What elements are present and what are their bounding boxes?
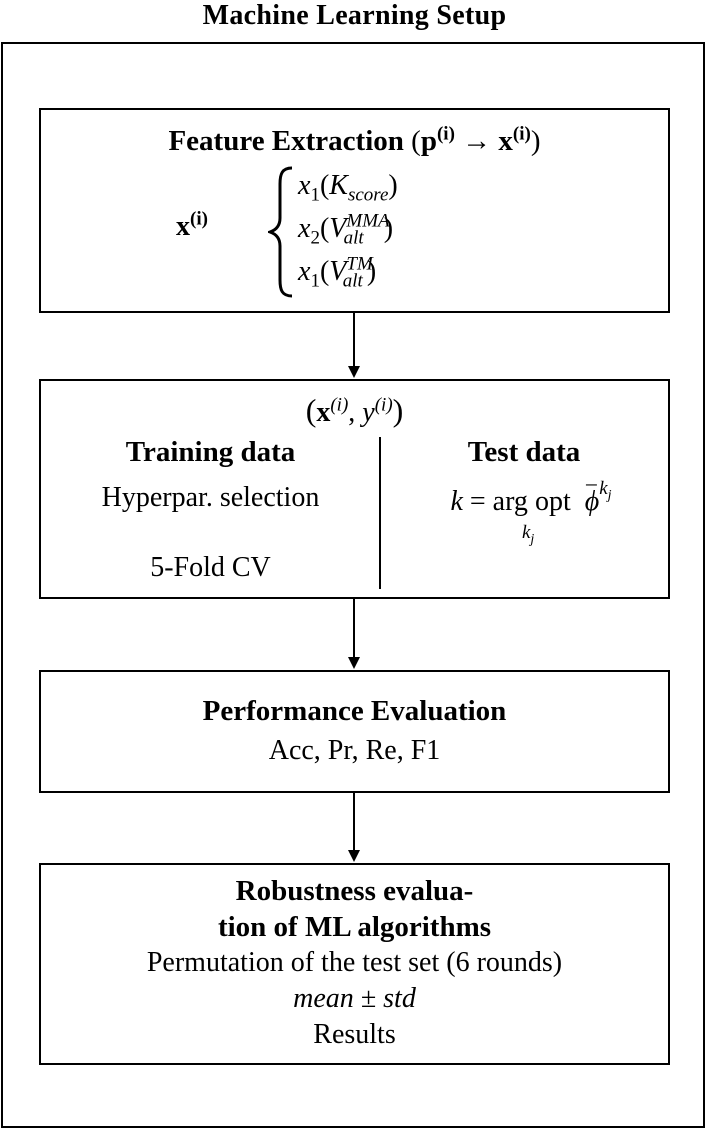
test-column: Test data bbox=[380, 435, 668, 469]
training-column: Training data Hyperpar. selection bbox=[41, 435, 380, 515]
feature-extraction-heading: Feature Extraction (p(i) → x(i)) bbox=[168, 123, 541, 157]
diagram-title: Machine Learning Setup bbox=[202, 0, 507, 31]
arrowhead-icon bbox=[348, 366, 360, 378]
flow-arrow bbox=[353, 599, 355, 658]
permutation-label: Permutation of the test set (6 rounds) bbox=[146, 947, 563, 978]
data-split-box: (x(i), y(i)) Training data Hyperpar. sel… bbox=[39, 379, 670, 599]
flow-arrow bbox=[353, 793, 355, 851]
robustness-evaluation-box: Robustness evalua- tion of ML algorithms… bbox=[39, 863, 670, 1065]
performance-metrics: Acc, Pr, Re, F1 bbox=[268, 735, 441, 766]
setup-frame bbox=[1, 42, 705, 1128]
curly-brace-icon bbox=[268, 166, 293, 298]
feature-item: x1(VTMalt) bbox=[298, 253, 377, 292]
feature-extraction-box: Feature Extraction (p(i) → x(i)) bbox=[39, 108, 670, 313]
column-divider bbox=[379, 437, 381, 589]
mean-std-label: mean ± std bbox=[293, 983, 416, 1014]
results-label: Results bbox=[313, 1019, 396, 1050]
flow-arrow bbox=[353, 313, 355, 367]
feature-item: x2(VMMAalt) bbox=[298, 210, 394, 249]
data-pair: (x(i), y(i)) bbox=[305, 392, 404, 428]
performance-evaluation-box: Performance Evaluation Acc, Pr, Re, F1 bbox=[39, 670, 670, 793]
cross-validation-label: 5-Fold CV bbox=[150, 552, 271, 583]
feature-list: x1(Kscore) x2(VMMAalt) x1(VTMalt) bbox=[298, 164, 398, 293]
arrowhead-icon bbox=[348, 850, 360, 862]
robustness-heading-line1: Robustness evalua- bbox=[235, 875, 474, 907]
training-heading: Training data bbox=[125, 436, 296, 468]
feature-extraction-title: Feature Extraction bbox=[168, 125, 404, 157]
test-heading: Test data bbox=[467, 436, 581, 468]
arrowhead-icon bbox=[348, 657, 360, 669]
robustness-content: Robustness evalua- tion of ML algorithms… bbox=[41, 873, 668, 1053]
feature-vector-label: x(i) bbox=[176, 208, 208, 242]
robustness-heading-line2: tion of ML algorithms bbox=[217, 911, 492, 943]
performance-heading: Performance Evaluation bbox=[202, 695, 507, 727]
hyperparameter-selection: Hyperpar. selection bbox=[101, 482, 320, 513]
feature-item: x1(Kscore) bbox=[298, 170, 398, 206]
